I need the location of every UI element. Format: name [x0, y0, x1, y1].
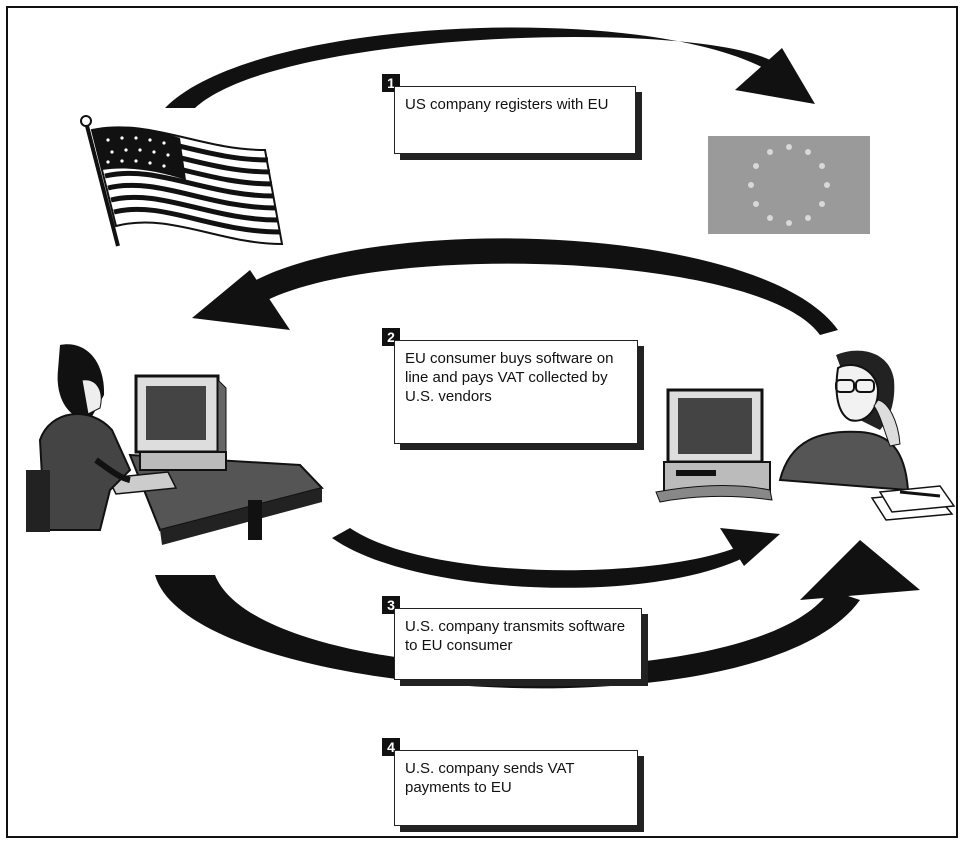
consumer-at-computer-illustration [655, 350, 956, 521]
arrow-consumer-to-vendor [192, 238, 838, 335]
arrow-vendor-to-consumer-small [332, 528, 780, 588]
us-flag-illustration [80, 115, 284, 247]
step-text: EU consumer buys software on line and pa… [394, 340, 638, 444]
step-text: U.S. company transmits software to EU co… [394, 608, 642, 680]
vendor-at-computer-illustration [26, 344, 324, 545]
arrow-us-to-eu [165, 27, 815, 108]
eu-flag-illustration [708, 136, 870, 234]
arrow-transmit-and-payments [155, 540, 920, 689]
step-text: US company registers with EU [394, 86, 636, 154]
step-text: U.S. company sends VAT payments to EU [394, 750, 638, 826]
